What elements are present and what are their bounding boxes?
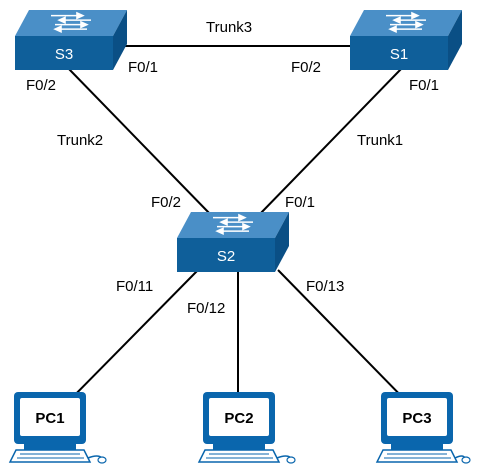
trunk3-label: Trunk3 [206, 19, 252, 36]
pc-1[interactable]: PC1 [8, 392, 107, 464]
s2-port-f01-label: F0/1 [285, 194, 315, 211]
switch-s1[interactable]: S1 [350, 10, 462, 70]
switch-s3-label: S3 [55, 46, 73, 63]
switch-s2[interactable]: S2 [177, 212, 289, 272]
s3-port-f02-label: F0/2 [26, 77, 56, 94]
pc-3-label: PC3 [402, 410, 431, 427]
pc-3[interactable]: PC3 [375, 392, 471, 464]
s2-port-f012-label: F0/12 [187, 300, 225, 317]
trunk1-label: Trunk1 [357, 132, 403, 149]
switch-s1-label: S1 [390, 46, 408, 63]
pc-1-label: PC1 [35, 410, 64, 427]
s3-port-f01-label: F0/1 [128, 59, 158, 76]
s1-port-f01-label: F0/1 [409, 77, 439, 94]
pc-2-label: PC2 [224, 410, 253, 427]
s2-port-f011-label: F0/11 [116, 278, 153, 295]
link-trunk2 [67, 67, 213, 217]
link-s2-pc3 [277, 269, 414, 409]
link-trunk1 [257, 67, 403, 217]
s2-port-f02-label: F0/2 [151, 194, 181, 211]
switch-s2-label: S2 [217, 248, 235, 265]
pc-2[interactable]: PC2 [197, 392, 296, 464]
trunk2-label: Trunk2 [57, 132, 103, 149]
s2-port-f013-label: F0/13 [306, 278, 344, 295]
switch-s3[interactable]: S3 [15, 10, 127, 70]
link-s2-pc1 [61, 269, 199, 409]
s1-port-f02-label: F0/2 [291, 59, 321, 76]
